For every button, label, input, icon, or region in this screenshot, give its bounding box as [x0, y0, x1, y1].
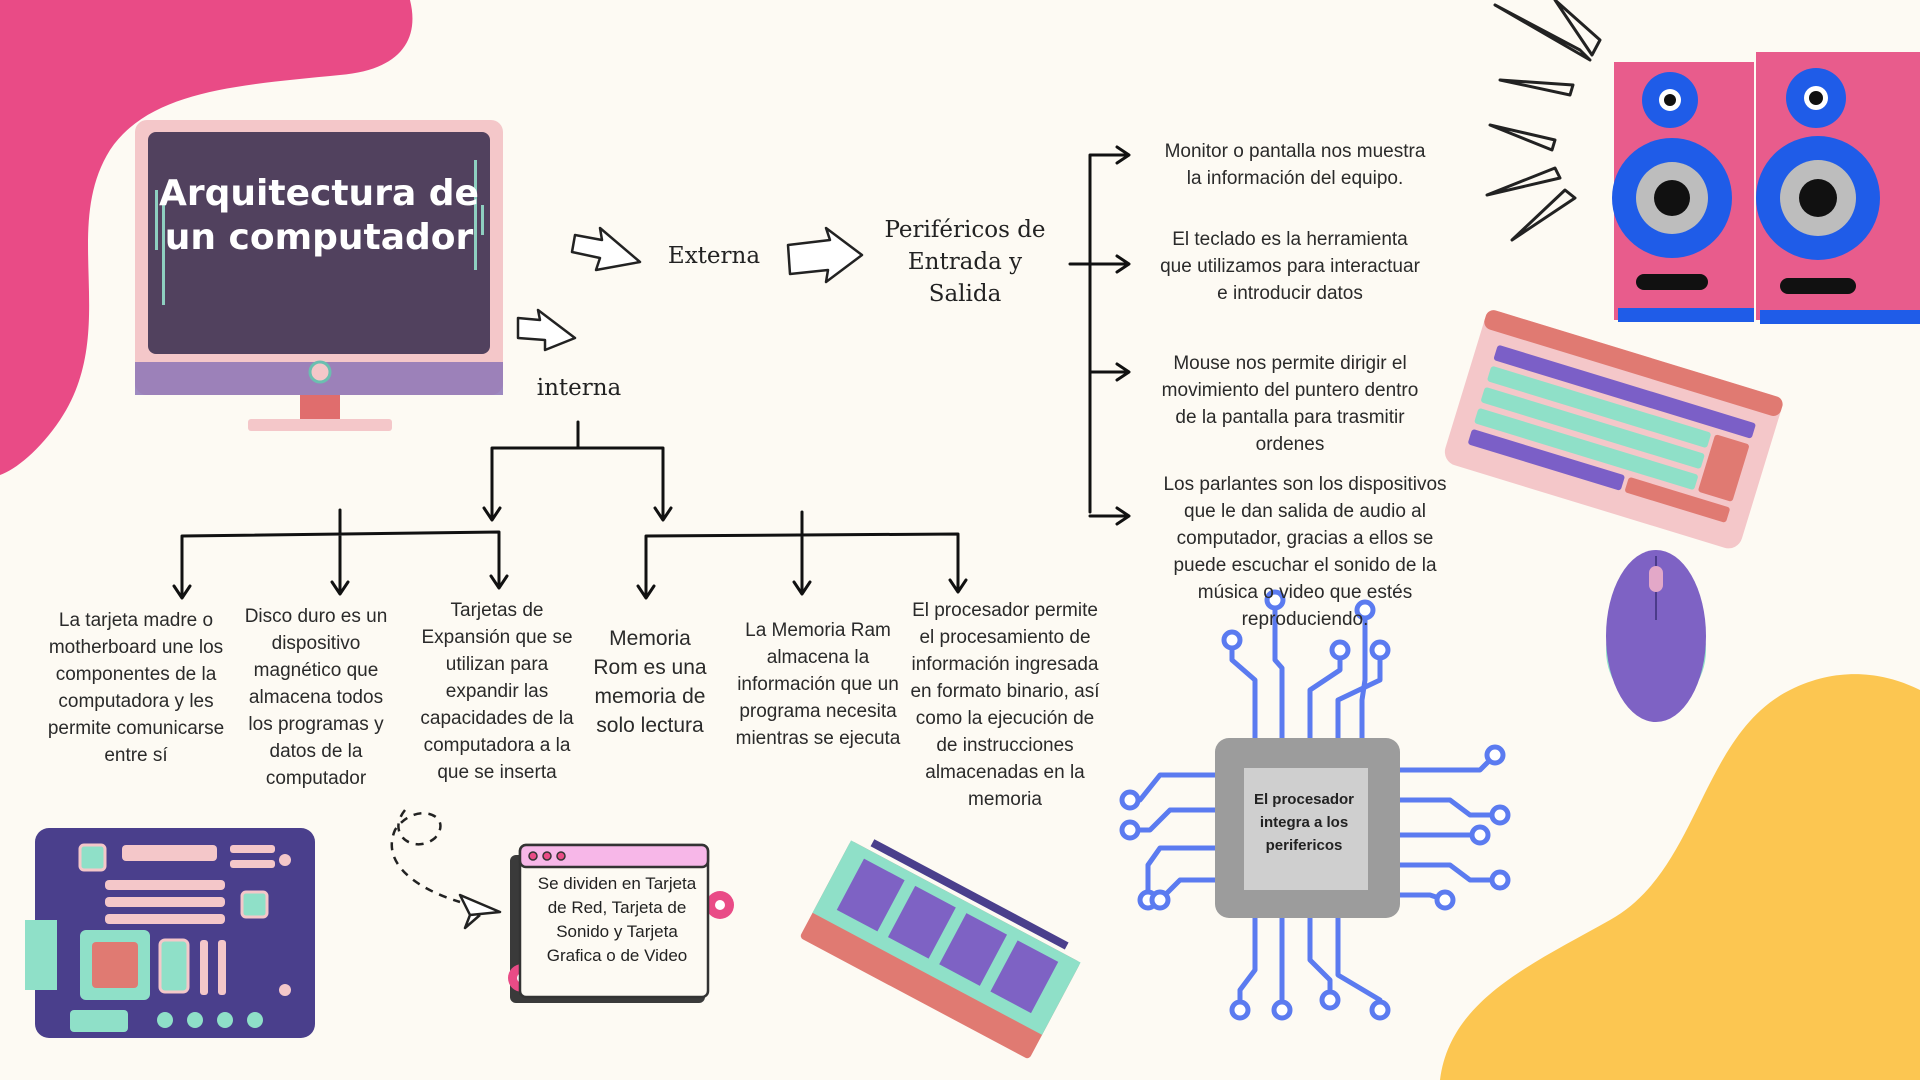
branch-label-perifericos: Periféricos de Entrada y Salida [884, 217, 1046, 307]
window-card-icon [508, 843, 734, 1003]
interno-memoria-rom-text: Memoria Rom es una memoria de solo lectu… [593, 627, 707, 737]
speaker-icon [1612, 62, 1754, 322]
connector-line [644, 510, 960, 598]
expansion-types-note: Se dividen en Tarjeta de Red, Tarjeta de… [537, 874, 697, 965]
paper-plane-icon [458, 893, 502, 930]
interno-tarjetas-expansion-text: Tarjetas de Expansión que se utilizan pa… [420, 600, 574, 783]
arrow-icon [786, 226, 864, 284]
processor-integration-note: El procesador integra a los perifericos [1253, 791, 1355, 854]
dashed-path-decoration [390, 809, 461, 904]
motherboard-icon [25, 828, 315, 1038]
speaker-icon [1756, 52, 1920, 324]
arrow-head [1115, 145, 1131, 165]
pink-blob-decoration [0, 0, 413, 475]
branch-label-externa: Externa [667, 243, 761, 269]
branch-label-interna: interna [536, 375, 622, 401]
interno-memoria-ram-text: La Memoria Ram almacena la información q… [735, 620, 901, 749]
monitor-illustration [135, 120, 503, 431]
interno-procesador-text: El procesador permite el procesamiento d… [910, 600, 1100, 810]
periferico-teclado-text: El teclado es la herramienta que utiliza… [1160, 229, 1420, 304]
interno-tarjeta-madre-text: La tarjeta madre o motherboard une los c… [47, 610, 225, 766]
connector-line [490, 420, 665, 520]
interno-disco-duro-text: Disco duro es un dispositivo magnético q… [244, 606, 388, 789]
periferico-mouse-text: Mouse nos permite dirigir el movimiento … [1161, 353, 1419, 455]
diagram-title: Arquitectura de un computador [159, 173, 479, 258]
ram-module-icon [800, 839, 1081, 1059]
processor-chip-icon [1119, 589, 1511, 1021]
arrow-icon [516, 308, 577, 352]
arrow-head [330, 580, 350, 596]
yellow-blob-decoration [1440, 674, 1920, 1080]
arrow-head [792, 580, 812, 596]
arrow-head [172, 584, 192, 600]
arrow-head [1115, 362, 1131, 382]
periferico-parlantes-text: Los parlantes son los dispositivos que l… [1163, 474, 1447, 630]
keyboard-icon [1444, 310, 1783, 549]
mouse-icon [1606, 550, 1706, 722]
periferico-monitor-text: Monitor o pantalla nos muestra la inform… [1164, 141, 1426, 189]
arrow-head [482, 506, 502, 522]
arrow-head [489, 574, 509, 590]
burst-lines-decoration [1485, 0, 1602, 242]
arrow-head [1115, 506, 1131, 526]
connector-line [180, 508, 501, 598]
arrow-head [636, 584, 656, 600]
arrow-head [653, 506, 673, 522]
connector-line [1068, 153, 1129, 518]
arrow-icon [570, 226, 642, 272]
arrow-head [1115, 254, 1131, 274]
arrow-head [948, 578, 968, 594]
